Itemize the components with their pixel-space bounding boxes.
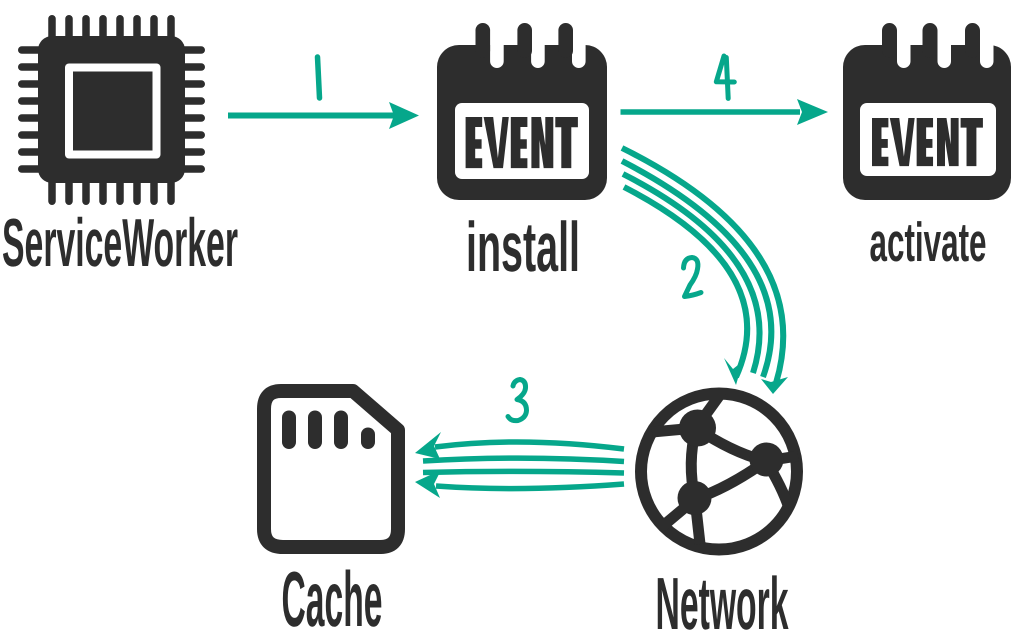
svg-text:Cache: Cache <box>282 555 383 633</box>
svg-text:ServiceWorker: ServiceWorker <box>2 205 238 281</box>
svg-text:Network: Network <box>656 562 789 633</box>
svg-text:install: install <box>466 208 580 286</box>
svg-text:activate: activate <box>870 211 987 273</box>
